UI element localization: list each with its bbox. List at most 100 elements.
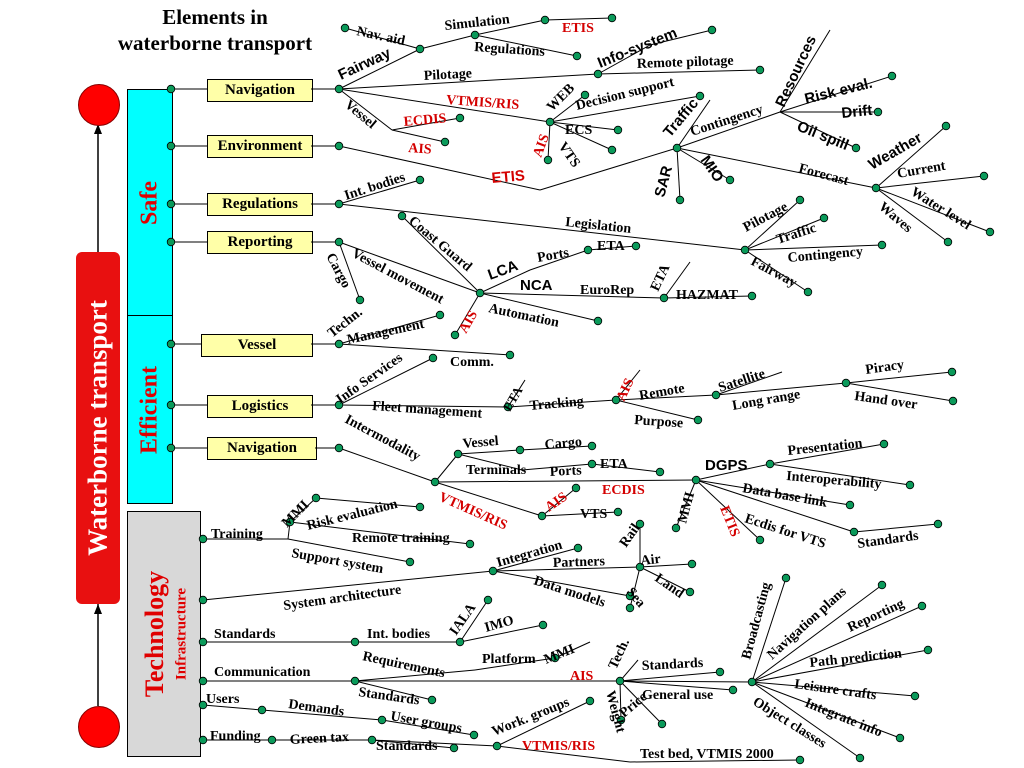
graph-node xyxy=(571,483,581,493)
connector-line xyxy=(338,88,393,131)
connector-line xyxy=(371,739,455,749)
connector-line xyxy=(744,249,809,293)
connector-line xyxy=(639,563,693,568)
graph-node xyxy=(845,500,855,510)
connector-line xyxy=(769,443,885,465)
label-current: Current xyxy=(896,159,947,182)
connector-line xyxy=(338,48,421,90)
graph-node xyxy=(671,523,681,533)
label-hand-over: Hand over xyxy=(853,389,918,413)
label-test-bed: Test bed, VTMIS 2000 xyxy=(640,747,774,762)
graph-node xyxy=(334,141,344,151)
connector-line xyxy=(779,29,831,113)
connector-line xyxy=(479,292,599,322)
connector-line xyxy=(391,117,461,131)
graph-node xyxy=(873,107,883,117)
connector-line xyxy=(338,179,421,205)
connector-line xyxy=(695,479,851,506)
connector-line xyxy=(619,680,734,691)
graph-node xyxy=(855,753,865,763)
connector-line xyxy=(715,382,847,396)
connector-line xyxy=(549,121,613,151)
label-remote: Remote xyxy=(638,381,686,404)
label-regulations-t: Regulations xyxy=(474,40,546,60)
graph-node xyxy=(607,13,617,23)
graph-node xyxy=(538,620,548,630)
label-system-architecture: System architecture xyxy=(282,583,402,614)
graph-node xyxy=(285,517,295,527)
graph-node xyxy=(465,539,475,549)
label-presentation: Presentation xyxy=(787,436,864,459)
connector-line xyxy=(344,27,421,50)
connector-line xyxy=(544,17,613,21)
connector-line xyxy=(338,73,599,90)
graph-node xyxy=(583,245,593,255)
connector-line xyxy=(619,680,622,721)
connector-line xyxy=(751,605,923,683)
label-int-bodies1: Int. bodies xyxy=(343,170,408,204)
connector-line xyxy=(615,399,699,421)
graph-node xyxy=(198,637,208,647)
label-ports1: Ports xyxy=(536,246,571,266)
graph-node xyxy=(503,402,513,412)
graph-node xyxy=(895,733,905,743)
connector-line xyxy=(744,217,825,251)
label-partners: Partners xyxy=(553,554,606,571)
connector-line xyxy=(875,187,991,233)
graph-node xyxy=(430,477,440,487)
graph-node xyxy=(267,735,277,745)
diagram-title: Elements in waterborne transport xyxy=(90,4,340,56)
label-user-groups: User groups xyxy=(389,709,463,736)
connector-line xyxy=(457,449,521,455)
graph-node xyxy=(572,51,582,61)
graph-node xyxy=(887,71,897,81)
graph-node xyxy=(841,378,851,388)
connector-line xyxy=(381,719,475,736)
connector-line xyxy=(629,759,801,763)
connector-line xyxy=(401,215,481,294)
graph-node xyxy=(573,543,583,553)
connector-line xyxy=(751,681,916,697)
connector-line xyxy=(663,295,753,299)
graph-node xyxy=(747,291,757,301)
graph-node xyxy=(877,580,887,590)
label-fairway: Fairway xyxy=(336,44,394,83)
waterborne-transport-bar: Waterborne transport xyxy=(76,252,120,604)
label-sar: SAR xyxy=(651,164,676,199)
label-long-range: Long range xyxy=(731,387,801,414)
connector-line xyxy=(779,75,893,113)
label-navigation-plans: Navigation plans xyxy=(765,584,850,663)
connector-line xyxy=(496,745,631,763)
graph-node xyxy=(405,557,415,567)
graph-node xyxy=(616,715,626,725)
graph-node xyxy=(166,237,176,247)
graph-node xyxy=(765,459,775,469)
graph-node xyxy=(453,449,463,459)
label-legislation: Legislation xyxy=(565,215,633,237)
graph-node xyxy=(725,175,735,185)
label-air: Air xyxy=(640,552,662,569)
graph-node xyxy=(691,475,701,485)
label-interoperability: Interoperability xyxy=(786,469,882,492)
graph-node xyxy=(475,288,485,298)
connector-line xyxy=(457,453,523,471)
graph-node xyxy=(877,240,887,250)
graph-node xyxy=(450,330,460,340)
graph-node xyxy=(587,441,597,451)
vessel-box: Vessel xyxy=(201,334,313,357)
graph-node xyxy=(803,287,813,297)
graph-node xyxy=(593,316,603,326)
graph-node xyxy=(849,527,859,537)
graph-node xyxy=(635,562,645,572)
connector-line xyxy=(474,657,556,671)
graph-node xyxy=(198,735,208,745)
label-tracking: Tracking xyxy=(529,394,584,414)
graph-node xyxy=(415,44,425,54)
graph-node xyxy=(611,395,621,405)
connector-line xyxy=(663,261,691,299)
connector-line xyxy=(479,292,665,299)
connector-line xyxy=(338,241,481,294)
connector-line xyxy=(875,175,985,189)
graph-node xyxy=(198,534,208,544)
label-drift: Drift xyxy=(841,102,873,122)
